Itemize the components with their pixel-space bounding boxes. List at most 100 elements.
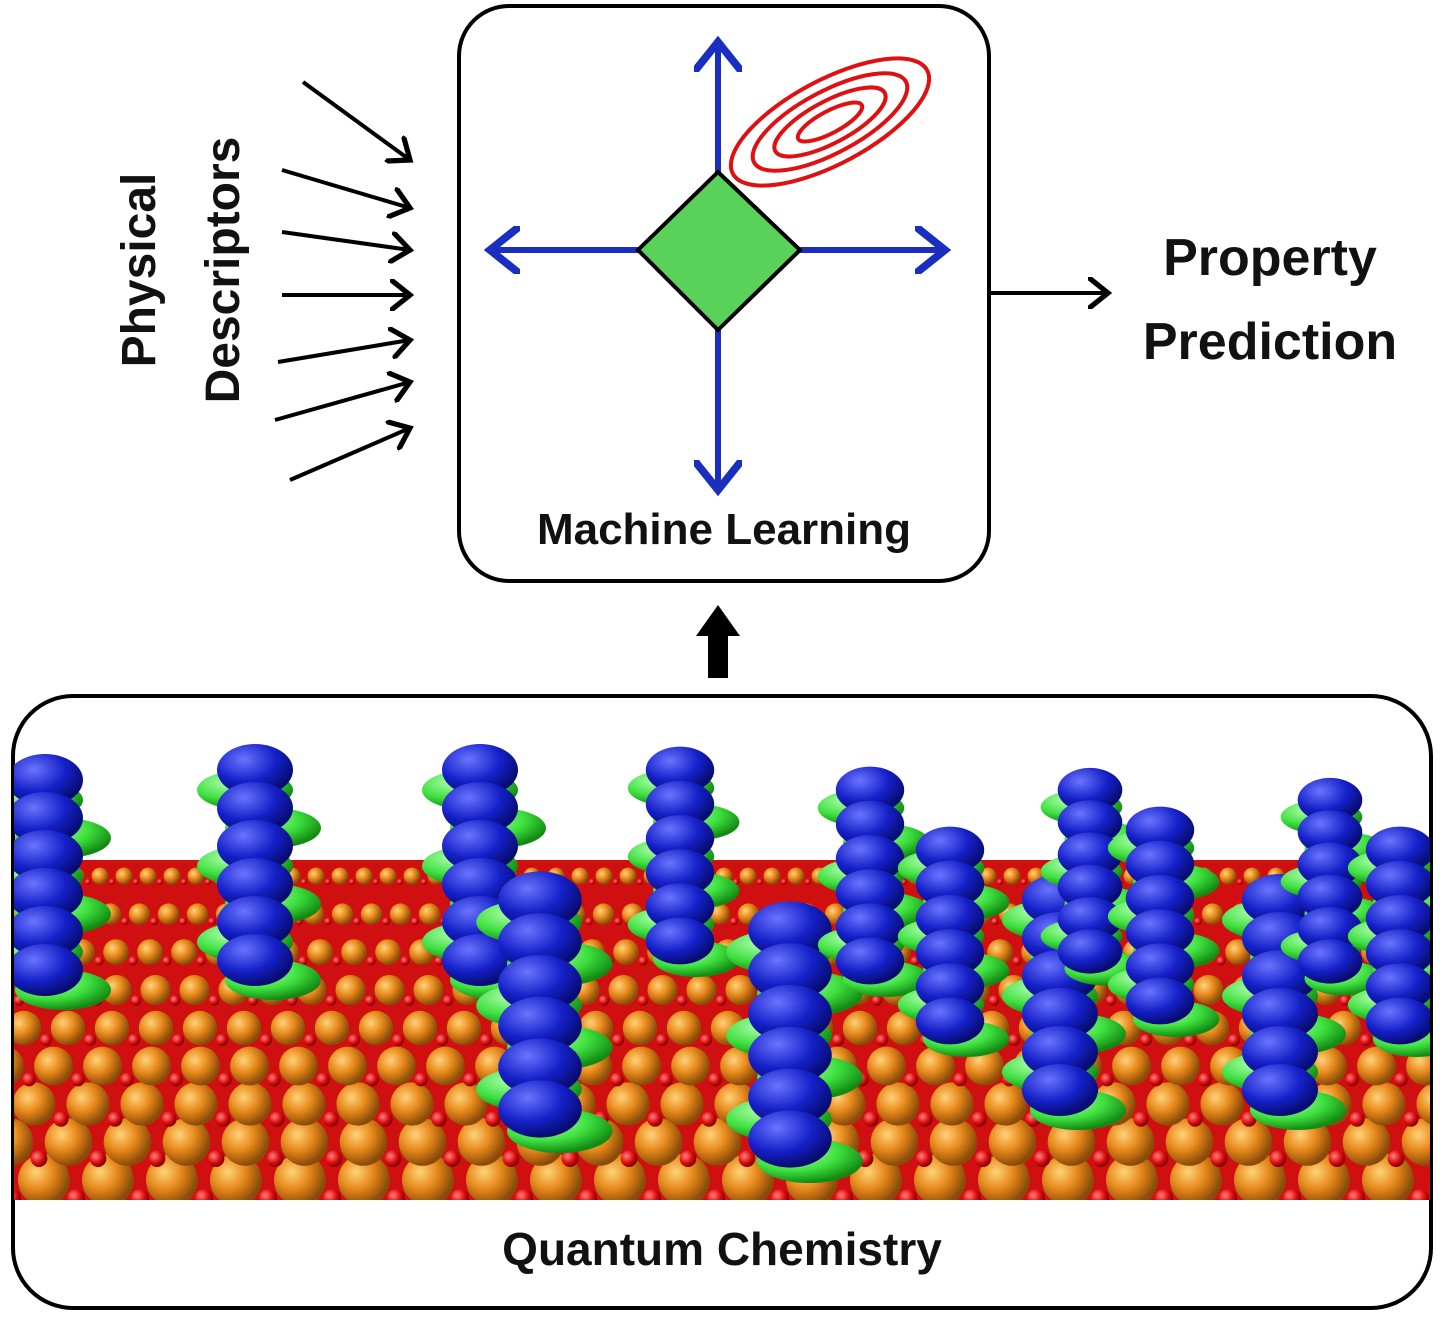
- metal-atom: [1416, 1083, 1430, 1125]
- oxygen-atom: [974, 1150, 992, 1167]
- metal-atom: [1283, 1118, 1332, 1166]
- oxygen-atom: [14, 1189, 22, 1200]
- oxygen-atom: [162, 956, 172, 966]
- oxygen-atom: [421, 878, 427, 885]
- descriptors-label: Descriptors: [197, 136, 250, 404]
- oxygen-atom: [303, 1034, 317, 1047]
- orbital-lobe-blue: [1022, 1026, 1098, 1078]
- oxygen-atom: [161, 1111, 177, 1127]
- orbital-lobe-blue: [14, 830, 83, 882]
- oxygen-atom: [585, 917, 593, 926]
- oxygen-atom: [332, 956, 342, 966]
- oxygen-atom: [1339, 995, 1351, 1006]
- oxygen-atom: [1269, 1150, 1287, 1167]
- oxygen-atom: [1218, 1189, 1238, 1200]
- descriptor-arrows: [274, 80, 410, 482]
- oxygen-atom: [133, 878, 139, 885]
- metal-atom: [66, 1082, 110, 1126]
- orbital-lobe-blue: [498, 1038, 582, 1096]
- oxygen-atom: [620, 1150, 638, 1167]
- orbital-lobe-blue: [14, 754, 83, 806]
- orbital-lobe-blue: [835, 869, 905, 916]
- oxygen-atom: [30, 1150, 48, 1167]
- oxygen-atom: [1345, 1072, 1359, 1087]
- oxygen-atom: [127, 1034, 141, 1047]
- metal-atom: [870, 1118, 919, 1166]
- oxygen-atom: [1349, 1111, 1365, 1127]
- oxygen-atom: [479, 1034, 493, 1047]
- metal-atom: [403, 867, 421, 885]
- orbital-lobe-blue: [1057, 929, 1123, 974]
- oxygen-atom: [1387, 1150, 1405, 1167]
- metal-atom: [1200, 1082, 1244, 1126]
- orbital-lobe-blue: [498, 996, 582, 1054]
- oxygen-atom: [171, 1034, 185, 1047]
- metal-atom: [103, 1118, 152, 1166]
- physical-label: Physical: [113, 172, 166, 368]
- metal-atom: [1042, 1154, 1094, 1200]
- metal-atom: [139, 867, 157, 885]
- orbital-lobe-blue: [217, 896, 293, 948]
- metal-atom: [1106, 1154, 1158, 1200]
- oxygen-atom: [917, 1111, 933, 1127]
- metal-atom: [128, 903, 151, 925]
- oxygen-atom: [502, 1150, 520, 1167]
- oxygen-atom: [71, 1072, 85, 1087]
- metal-atom: [171, 939, 197, 965]
- oxygen-atom: [382, 917, 390, 926]
- orbital-lobe-blue: [1022, 988, 1098, 1040]
- metal-atom: [1146, 1082, 1190, 1126]
- oxygen-atom: [1007, 1034, 1021, 1047]
- orbital-lobe-blue: [14, 944, 83, 996]
- orbital-lobe-blue: [1057, 864, 1123, 910]
- oxygen-atom: [194, 1189, 214, 1200]
- orbital-lobe-blue: [1297, 907, 1363, 952]
- oxygen-atom: [637, 995, 649, 1006]
- orbital-lobe-blue: [1297, 842, 1363, 887]
- metal-atom: [389, 903, 412, 925]
- orbital-lobe-blue: [1125, 840, 1195, 888]
- oxygen-atom: [1100, 1072, 1114, 1087]
- orbital-lobe-blue: [1242, 988, 1318, 1040]
- oxygen-atom: [400, 956, 410, 966]
- oxygen-atom: [647, 1111, 663, 1127]
- orbital-lobe-blue: [217, 934, 293, 986]
- orbital-lobe-blue: [748, 1026, 832, 1084]
- metal-atom: [763, 867, 781, 885]
- oxygen-atom: [322, 1189, 342, 1200]
- oxygen-atom: [130, 1189, 150, 1200]
- orbital-lobe-blue: [1125, 909, 1195, 956]
- metal-atom: [101, 975, 132, 1005]
- metal-atom: [1357, 1046, 1396, 1086]
- orbital-lobe-blue: [1365, 963, 1430, 1011]
- oxygen-atom: [450, 1189, 470, 1200]
- metal-atom: [341, 939, 367, 965]
- orbital-lobe-blue: [645, 883, 715, 931]
- oxygen-atom: [701, 1111, 717, 1127]
- metal-atom: [331, 903, 354, 925]
- metal-atom: [787, 867, 805, 885]
- oxygen-atom: [366, 956, 376, 966]
- orbital-lobe-blue: [1297, 939, 1363, 984]
- oxygen-atom: [386, 1189, 406, 1200]
- oxygen-atom: [218, 1072, 232, 1087]
- oxygen-atom: [384, 1150, 402, 1167]
- oxygen-atom: [834, 1189, 854, 1200]
- orbital-lobe-blue: [748, 901, 832, 959]
- metal-atom: [402, 1154, 454, 1200]
- metal-atom: [739, 867, 757, 885]
- metal-atom: [14, 1049, 24, 1083]
- oxygen-atom: [1149, 1072, 1163, 1087]
- metal-atom: [613, 939, 639, 965]
- orbital-lobe-blue: [217, 820, 293, 872]
- orbital-lobe-blue: [442, 744, 518, 796]
- metal-atom: [1193, 975, 1224, 1005]
- oxygen-atom: [349, 878, 355, 885]
- oxygen-atom: [915, 1150, 933, 1167]
- orbital-lobe-blue: [1057, 897, 1123, 942]
- oxygen-atom: [561, 1150, 579, 1167]
- oxygen-atom: [431, 1111, 447, 1127]
- metal-atom: [390, 1082, 434, 1126]
- metal-atom: [1170, 1154, 1222, 1200]
- oxygen-atom: [109, 878, 115, 885]
